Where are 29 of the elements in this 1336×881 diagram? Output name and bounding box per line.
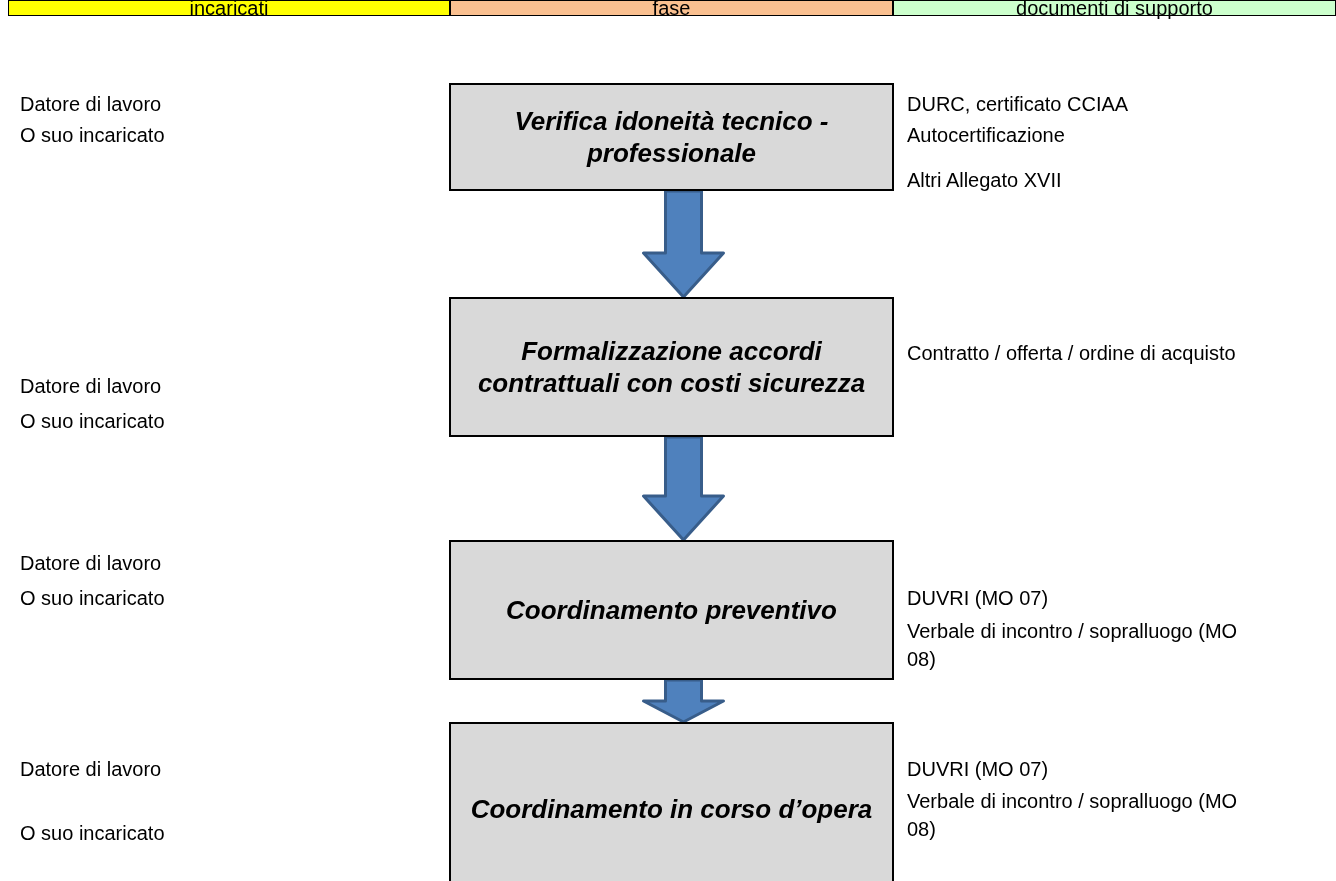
block-arrow — [642, 435, 725, 542]
document-text: DUVRI (MO 07) — [907, 757, 1050, 782]
document-text: DURC, certificato CCIAA — [907, 92, 1130, 117]
process-box — [449, 540, 894, 680]
responsible-text: Datore di lavoro — [20, 374, 163, 399]
responsible-text: Datore di lavoro — [20, 757, 163, 782]
responsible-text: Datore di lavoro — [20, 551, 163, 576]
phase-title: Coordinamento preventivo — [506, 593, 837, 627]
block-arrow — [642, 189, 725, 299]
document-text: Autocertificazione — [907, 123, 1066, 148]
responsible-text: Datore di lavoro — [20, 92, 163, 117]
process-box — [449, 722, 894, 881]
column-header: incaricati — [8, 0, 450, 16]
document-text: Verbale di incontro / sopralluogo (MO 08) — [907, 789, 1239, 842]
phase-title: Verifica idoneità tecnico - professionale — [513, 104, 830, 170]
responsible-text: O suo incaricato — [20, 586, 166, 611]
column-header: fase — [450, 0, 893, 16]
responsible-text: O suo incaricato — [20, 821, 166, 846]
document-text: Verbale di incontro / sopralluogo (MO 08) — [907, 619, 1239, 672]
responsible-text: O suo incaricato — [20, 123, 166, 148]
phase-title: Formalizzazione accordi contrattuali con costi sicurezza — [476, 334, 867, 400]
document-text: Contratto / offerta / ordine di acquisto — [907, 341, 1237, 366]
process-box — [449, 297, 894, 437]
responsible-text: O suo incaricato — [20, 409, 166, 434]
document-text: Altri Allegato XVII — [907, 168, 1063, 193]
block-arrow — [642, 678, 725, 724]
phase-title: Coordinamento in corso d’opera — [470, 793, 873, 826]
process-box — [449, 83, 894, 191]
document-text: DUVRI (MO 07) — [907, 586, 1050, 611]
